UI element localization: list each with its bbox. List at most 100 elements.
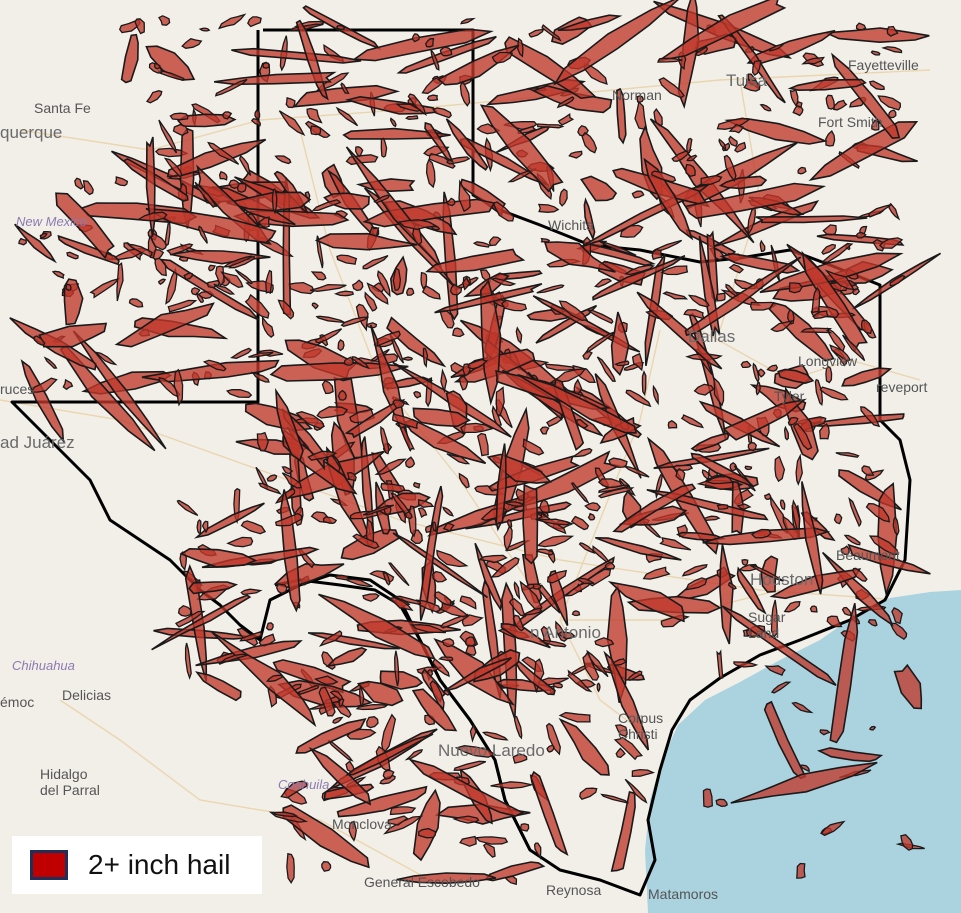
hail-swath xyxy=(432,107,452,119)
hail-swath xyxy=(335,106,359,127)
hail-swath xyxy=(315,315,345,323)
hail-swath xyxy=(417,498,435,508)
hail-swath xyxy=(458,472,470,489)
hail-swath xyxy=(145,136,156,237)
label-cuauhtemoc: émoc xyxy=(0,694,34,710)
hail-swath xyxy=(685,577,708,591)
hail-swath xyxy=(819,729,831,736)
hail-swath xyxy=(787,416,799,426)
hail-swath xyxy=(430,49,440,71)
hail-swath xyxy=(436,549,469,568)
label-houston: Houston xyxy=(750,570,813,589)
hail-swath xyxy=(411,33,420,43)
hail-swath xyxy=(280,780,309,799)
hail-swath xyxy=(725,283,739,300)
label-tyler: Tyler xyxy=(774,388,805,404)
hail-swath xyxy=(134,18,145,35)
hail-swath xyxy=(18,237,27,246)
legend-swatch xyxy=(30,850,68,880)
hail-swath xyxy=(716,649,724,679)
hail-swath xyxy=(671,149,693,162)
hail-swath xyxy=(570,515,590,531)
hail-swath xyxy=(335,24,346,30)
hail-swath xyxy=(504,875,518,886)
hail-swath xyxy=(198,225,208,244)
hail-swath xyxy=(513,581,521,601)
hail-swath xyxy=(783,601,801,613)
hail-swath xyxy=(424,121,454,164)
hail-swath xyxy=(440,368,448,394)
hail-swath xyxy=(158,15,171,26)
hail-swath xyxy=(310,271,327,281)
hail-swath xyxy=(701,469,710,481)
label-reynosa: Reynosa xyxy=(546,882,601,898)
hail-swath xyxy=(764,492,772,500)
hail-swath xyxy=(755,381,761,396)
hail-swath xyxy=(723,154,737,183)
hail-swath xyxy=(346,578,373,588)
hail-swath xyxy=(154,147,189,158)
hail-swath xyxy=(541,24,562,42)
hail-swath xyxy=(418,827,437,839)
hail-swath xyxy=(843,534,861,546)
hail-swath xyxy=(659,536,692,551)
label-delicias: Delicias xyxy=(62,687,111,703)
hail-swath xyxy=(452,815,480,824)
hail-swath xyxy=(801,56,826,65)
label-albuquerque: querque xyxy=(0,123,62,142)
hail-swath xyxy=(833,513,843,525)
hail-swath xyxy=(703,515,721,522)
hail-swath xyxy=(250,117,262,127)
hail-swath xyxy=(750,564,784,582)
hail-swath xyxy=(207,141,240,165)
hail-swath xyxy=(215,265,225,287)
hail-swath xyxy=(145,207,277,244)
hail-swath xyxy=(89,277,121,299)
hail-swath xyxy=(314,232,418,251)
hail-swath xyxy=(438,656,454,662)
hail-swath xyxy=(631,190,645,199)
hail-swath xyxy=(424,248,526,274)
hail-swath xyxy=(506,519,513,529)
hail-swath xyxy=(122,157,189,202)
hail-swath xyxy=(734,141,747,153)
hail-swath xyxy=(432,570,448,583)
hail-swath xyxy=(860,406,881,428)
hail-swath xyxy=(680,414,705,429)
hail-swath xyxy=(429,680,445,711)
hail-swath xyxy=(816,747,884,763)
hail-swath xyxy=(495,443,507,526)
hail-swath xyxy=(795,453,803,486)
hail-swath xyxy=(362,593,380,602)
hail-swath xyxy=(422,347,429,368)
hail-swath xyxy=(842,334,866,362)
hail-swath xyxy=(333,290,355,297)
hail-swath xyxy=(731,480,745,536)
hail-swath xyxy=(705,476,734,485)
hail-swath xyxy=(66,251,79,260)
hail-swath xyxy=(490,781,532,789)
hail-swath xyxy=(877,95,902,111)
hail-swath xyxy=(548,569,569,626)
hail-swath xyxy=(250,371,270,383)
hail-swath xyxy=(851,567,868,582)
hail-swath xyxy=(625,389,652,408)
hail-swath xyxy=(62,378,74,391)
hail-swath xyxy=(759,103,772,112)
hail-swath xyxy=(835,452,860,458)
hail-swath xyxy=(373,194,390,204)
hail-swath xyxy=(222,255,253,268)
hail-swath xyxy=(841,606,852,617)
hail-swath xyxy=(375,330,401,348)
hail-swath xyxy=(667,420,678,429)
hail-swath xyxy=(266,674,283,682)
hail-swath xyxy=(764,665,786,676)
hail-swath xyxy=(868,535,899,556)
hail-swath xyxy=(557,631,576,640)
label-san-antonio: n Antonio xyxy=(530,623,601,642)
hail-swath xyxy=(582,650,600,681)
hail-swath xyxy=(824,269,855,291)
hail-swath xyxy=(346,728,377,740)
hail-swath xyxy=(536,123,565,129)
